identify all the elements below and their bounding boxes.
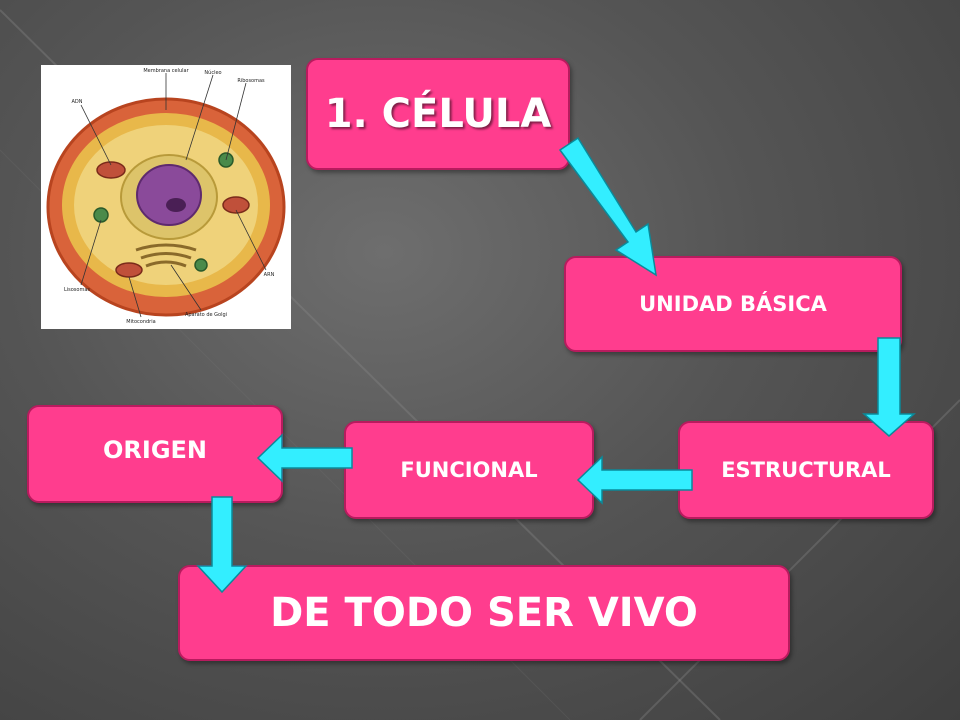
cell-illustration: Membrana celular Núcleo Ribosomas ADN Li… xyxy=(41,65,291,329)
mitocondria-label: Mitocondria xyxy=(126,319,155,325)
node-de-todo-ser-vivo-label: DE TODO SER VIVO xyxy=(270,590,698,636)
node-origen-label: ORIGEN xyxy=(103,436,207,464)
ribosomas-label: Ribosomas xyxy=(237,78,265,84)
adn-label: ADN xyxy=(71,99,82,105)
arn-label: ARN xyxy=(264,272,275,278)
node-celula: 1. CÉLULA xyxy=(306,58,570,170)
node-funcional-label: FUNCIONAL xyxy=(400,458,538,482)
nucleo-label: Núcleo xyxy=(204,69,221,76)
node-unidad-basica-label: UNIDAD BÁSICA xyxy=(639,292,827,316)
membrana-label: Membrana celular xyxy=(143,68,189,74)
node-origen: ORIGEN xyxy=(27,405,283,503)
node-funcional: FUNCIONAL xyxy=(344,421,594,519)
node-unidad-basica: UNIDAD BÁSICA xyxy=(564,256,902,352)
golgi-label: Aparato de Golgi xyxy=(185,312,227,318)
lisosomas-label: Lisosomas xyxy=(64,287,90,293)
node-de-todo-ser-vivo: DE TODO SER VIVO xyxy=(178,565,790,661)
node-estructural-label: ESTRUCTURAL xyxy=(721,458,891,482)
node-celula-label: 1. CÉLULA xyxy=(324,91,552,137)
node-estructural: ESTRUCTURAL xyxy=(678,421,934,519)
animal-cell-diagram: Membrana celular Núcleo Ribosomas ADN Li… xyxy=(46,68,286,325)
